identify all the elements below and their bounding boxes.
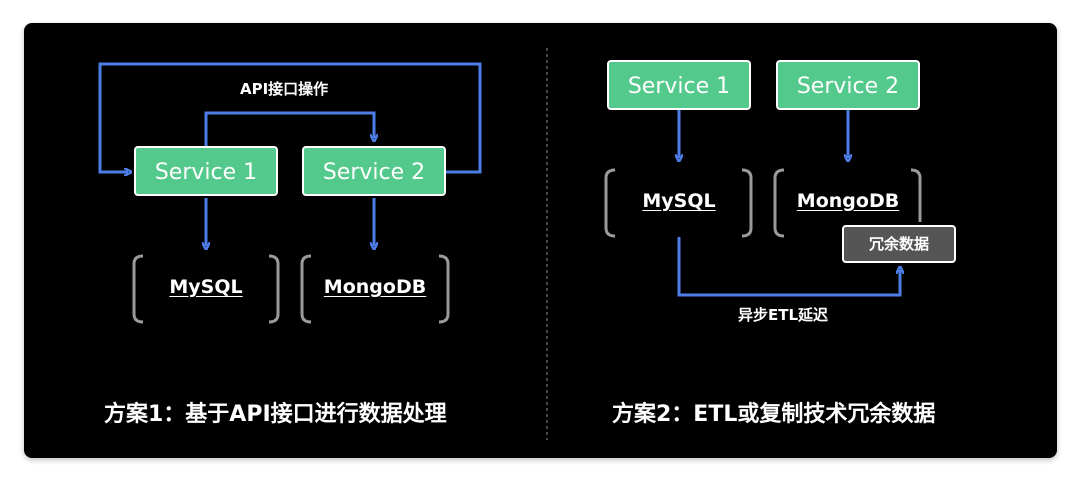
right-mongodb-label: MongoDB [796,190,900,212]
api-outer-arrow [98,62,482,172]
right-service2-box[interactable]: Service 2 [776,60,920,110]
api-inner-arrow [204,111,374,146]
left-caption: 方案1：基于API接口进行数据处理 [104,402,447,427]
etl-arrow [677,237,900,297]
api-operation-label: API接口操作 [240,80,329,98]
mysql-bracket-right [268,254,280,324]
etl-delay-label: 异步ETL延迟 [738,306,829,324]
r-mysql-bracket-right [741,168,753,238]
right-mysql-label: MySQL [642,190,716,212]
mongodb-bracket-left [300,254,312,324]
left-service2-box[interactable]: Service 2 [302,146,446,196]
mongodb-bracket-right [438,254,450,324]
left-service1-box[interactable]: Service 1 [134,146,278,196]
mysql-bracket-left [132,254,144,324]
redundant-data-box[interactable]: 冗余数据 [842,225,956,263]
right-service1-box[interactable]: Service 1 [607,60,751,110]
left-mongodb-label: MongoDB [323,276,427,298]
r-mysql-bracket-left [604,168,616,238]
r-mongodb-bracket-right [910,168,922,222]
right-caption: 方案2：ETL或复制技术冗余数据 [612,402,936,427]
r-mongodb-bracket-left [773,168,785,238]
left-mysql-label: MySQL [169,276,243,298]
